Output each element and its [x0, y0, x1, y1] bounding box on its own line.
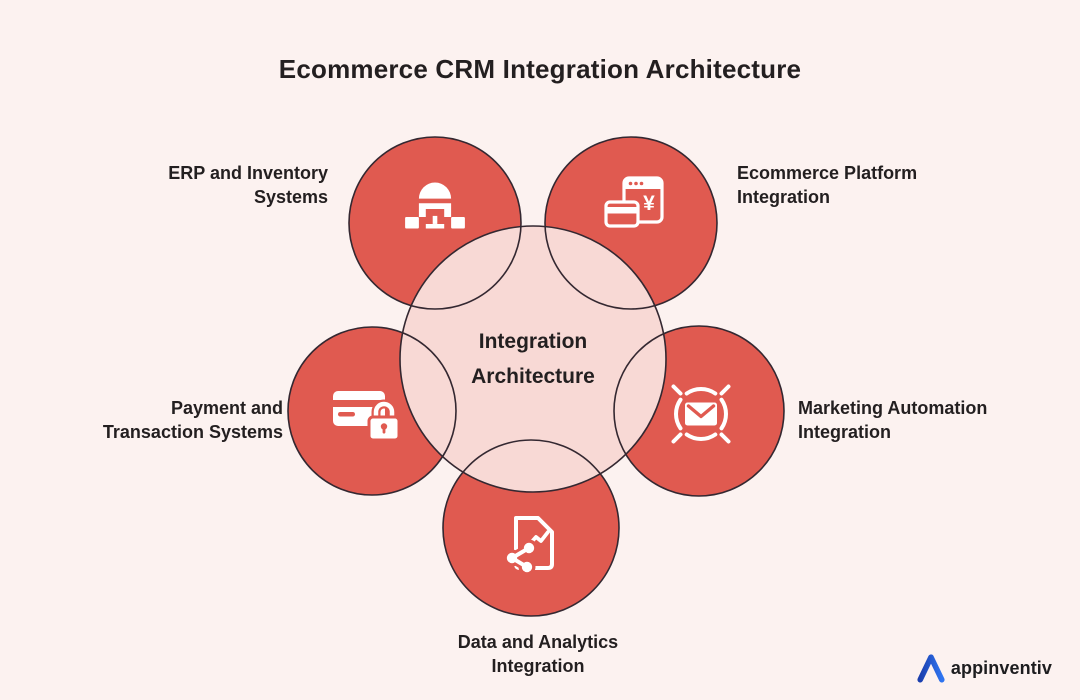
label-erp-line2: Systems: [253, 187, 328, 207]
brand-logo: appinventiv: [916, 652, 1052, 684]
label-ecommerce-line1: Ecommerce Platform: [737, 163, 918, 183]
label-payment-line1: Payment and: [170, 398, 283, 418]
label-ecommerce: Ecommerce Platform Integration: [737, 161, 917, 209]
label-marketing-line1: Marketing Automation: [798, 398, 988, 418]
doc-analytics-icon: [503, 516, 554, 576]
label-ecommerce-line2: Integration: [737, 187, 830, 207]
label-payment-line2: Transaction Systems: [102, 422, 283, 442]
circle-center: [400, 226, 666, 492]
label-data: Data and Analytics Integration: [388, 630, 688, 678]
label-erp-line1: ERP and Inventory: [168, 163, 328, 183]
center-label-line2: Architecture: [471, 365, 595, 388]
label-erp: ERP and Inventory Systems: [168, 161, 328, 209]
label-marketing: Marketing Automation Integration: [798, 396, 987, 444]
center-label-line1: Integration: [478, 330, 588, 353]
label-payment: Payment and Transaction Systems: [103, 396, 283, 444]
page-title: Ecommerce CRM Integration Architecture: [278, 54, 802, 84]
card-lock-icon: [333, 391, 401, 442]
label-data-line1: Data and Analytics: [457, 632, 619, 652]
brand-logo-text: appinventiv: [950, 657, 1052, 678]
label-marketing-line2: Integration: [798, 422, 891, 442]
browser-payment-icon: ¥: [604, 176, 664, 228]
appinventiv-mark-icon: [917, 654, 945, 683]
center-label: Integration Architecture: [383, 324, 683, 394]
sitemap-icon: [405, 182, 465, 229]
envelope-target-icon: [671, 384, 731, 444]
circle-outlines: [287, 136, 785, 617]
label-data-line2: Integration: [491, 656, 585, 676]
yen-glyph: ¥: [643, 192, 655, 215]
